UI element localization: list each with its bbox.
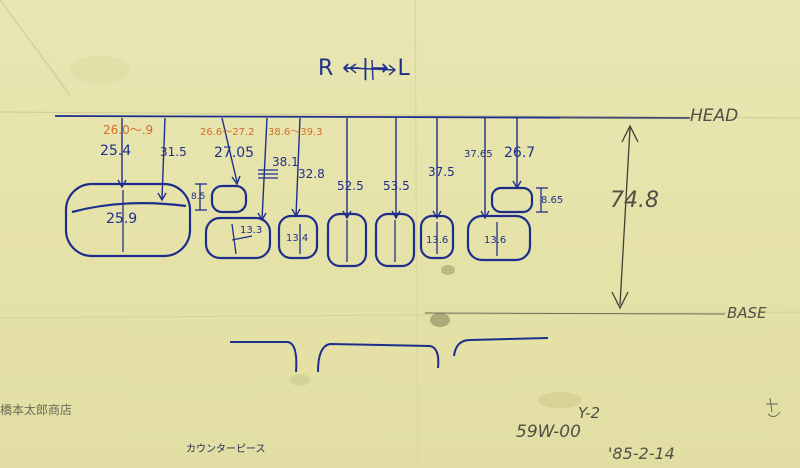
date-text: '85-2-14 bbox=[608, 444, 675, 463]
model-code-1: Y-2 bbox=[578, 404, 601, 422]
base-line bbox=[424, 312, 726, 315]
model-code-2: 59W-00 bbox=[516, 422, 581, 442]
depth-value: 32.8 bbox=[298, 167, 325, 181]
depth-value: 37.65 bbox=[464, 149, 493, 160]
direction-arrows bbox=[348, 59, 397, 81]
height-dimension bbox=[611, 124, 639, 310]
depth-lines bbox=[117, 117, 522, 222]
width-value: 25.9 bbox=[106, 211, 138, 227]
caption: カウンターピース bbox=[186, 444, 266, 455]
depth-value: 31.5 bbox=[160, 145, 187, 159]
orange-note-1: 26.0～.9 bbox=[103, 123, 154, 137]
depth-value: 53.5 bbox=[383, 179, 410, 193]
key-outlines bbox=[64, 182, 534, 268]
width-value: 13.6 bbox=[426, 235, 449, 246]
depth-value: 38.1 bbox=[272, 155, 299, 169]
depth-value: 37.5 bbox=[428, 165, 455, 179]
head-label: HEAD bbox=[690, 106, 739, 126]
small-dimension: 8.65 bbox=[541, 195, 564, 206]
direction-label: R ←|→ L bbox=[318, 56, 411, 81]
stamp-text: 橋本太郎商店 bbox=[0, 403, 73, 417]
small-dimension: 8.5 bbox=[191, 192, 206, 202]
depth-value: 27.05 bbox=[214, 145, 255, 161]
width-value: 13.3 bbox=[240, 225, 263, 236]
orange-note-2: 26.6～27.2 bbox=[200, 127, 255, 138]
width-value: 13.6 bbox=[484, 235, 507, 246]
width-value: 13.4 bbox=[286, 233, 309, 244]
orange-note-3: 38.6～39.3 bbox=[268, 127, 323, 138]
width-dimension-marks bbox=[122, 169, 548, 262]
pencil-mark bbox=[766, 397, 781, 418]
counter-piece-brackets bbox=[230, 337, 549, 373]
depth-value: 52.5 bbox=[337, 179, 364, 193]
base-label: BASE bbox=[727, 304, 767, 322]
depth-value: 25.4 bbox=[100, 143, 132, 159]
depth-value: 26.7 bbox=[504, 145, 536, 161]
overall-height-value: 74.8 bbox=[610, 188, 659, 213]
